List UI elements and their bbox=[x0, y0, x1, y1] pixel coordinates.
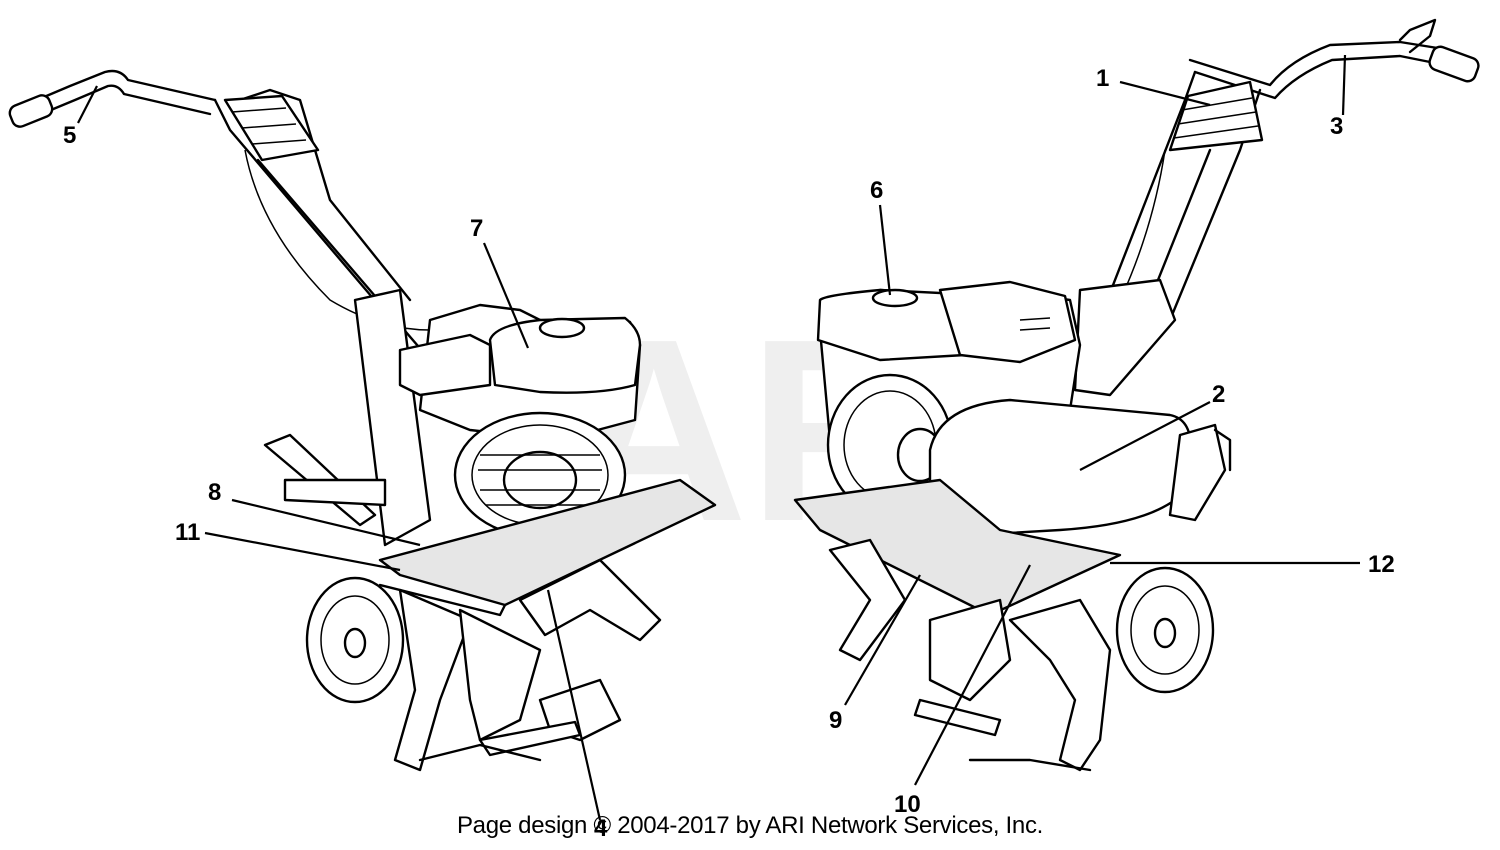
callout-1: 1 bbox=[1096, 65, 1109, 92]
callout-7: 7 bbox=[470, 215, 483, 242]
callout-12: 12 bbox=[1368, 551, 1395, 578]
callout-2: 2 bbox=[1212, 381, 1225, 408]
callout-11: 11 bbox=[175, 519, 200, 546]
leader-lines bbox=[77, 54, 1360, 821]
callout-9: 9 bbox=[829, 707, 842, 734]
callout-10: 10 bbox=[894, 791, 921, 818]
callout-3: 3 bbox=[1330, 113, 1343, 140]
copyright-notice: Page design © 2004-2017 by ARI Network S… bbox=[456, 812, 1044, 839]
right-tiller-illustration bbox=[793, 18, 1480, 772]
callout-6: 6 bbox=[870, 177, 883, 204]
callout-5: 5 bbox=[63, 122, 76, 149]
callout-labels: 1 2 3 4 5 6 7 8 9 10 11 12 bbox=[63, 65, 1395, 842]
left-tiller-illustration bbox=[8, 69, 717, 772]
callout-8: 8 bbox=[208, 479, 221, 506]
callout-4: 4 bbox=[594, 815, 608, 842]
